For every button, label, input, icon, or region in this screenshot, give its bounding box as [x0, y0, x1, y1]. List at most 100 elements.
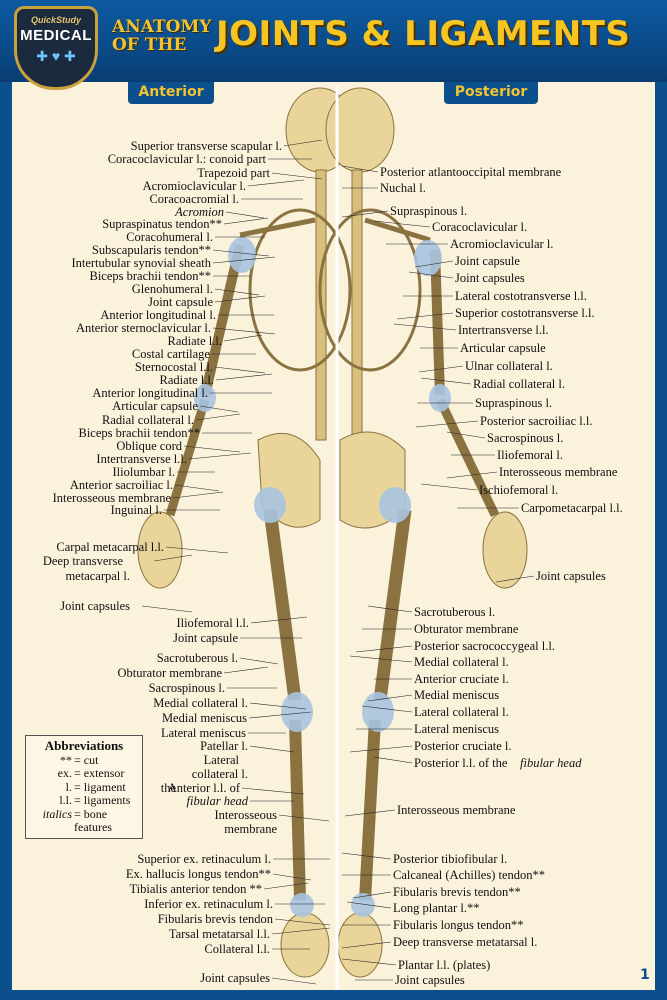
posterior-label: Interosseous membrane: [499, 465, 618, 479]
leader-line: [349, 745, 413, 753]
anterior-label: Interosseous membrane: [52, 491, 171, 505]
foot-posterior: [337, 912, 383, 978]
elbow-ligament-anterior: [194, 384, 216, 412]
anterior-label: Radial collateral l.: [102, 413, 194, 427]
abbr-value: = ligament: [74, 779, 126, 794]
knee-ligament-posterior: [362, 692, 394, 732]
leader-line: [271, 172, 323, 180]
posterior-label: Iliofemoral l.: [497, 448, 563, 462]
leader-line: [249, 745, 295, 753]
anterior-label: Iliolumbar l.: [112, 465, 176, 479]
leader-line: [418, 365, 464, 373]
leader-line: [199, 405, 239, 413]
logo-brand-big: MEDICAL: [20, 27, 92, 44]
anterior-label: Sacrotuberous l.: [156, 651, 238, 665]
leader-line: [373, 220, 431, 228]
leader-line: [396, 312, 454, 320]
quickstudy-medical-logo: QuickStudy MEDICAL ✚ ♥ ✚: [14, 6, 98, 90]
anterior-label: Iliofemoral l.l.: [176, 616, 249, 630]
anterior-label: Biceps brachii tendon**: [78, 426, 201, 440]
leader-line: [165, 546, 229, 554]
posterior-label: Long plantar l.**: [393, 901, 480, 915]
anterior-label: Subscapularis tendon**: [91, 243, 211, 257]
anterior-label: Radiate l.l.: [167, 334, 223, 348]
posterior-label: Acromioclavicular l.: [450, 237, 554, 251]
abbr-row: ex.= extensor: [30, 766, 138, 781]
leader-line: [223, 217, 269, 225]
posterior-label: Intertransverse l.l.: [458, 323, 549, 337]
anterior-label: metacarpal l.: [65, 569, 130, 583]
abbr-key: **: [60, 752, 72, 767]
anterior-label: Deep transverse: [42, 554, 123, 568]
leader-line: [183, 445, 241, 453]
posterior-label: Superior costotransverse l.l.: [455, 306, 595, 320]
leader-line: [215, 373, 273, 381]
abbr-key: l.: [65, 779, 72, 794]
posterior-label: Plantar l.l. (plates): [398, 958, 491, 972]
anterior-label: Joint capsules: [200, 971, 270, 985]
leader-line: [174, 484, 220, 492]
posterior-label: Medial collateral l.: [414, 655, 509, 669]
hip-ligament-anterior: [254, 487, 286, 523]
leader-line: [420, 377, 472, 385]
leader-line: [271, 927, 331, 935]
anterior-label: Joint capsule: [173, 631, 238, 645]
posterior-label: Ischiofemoral l.: [479, 483, 559, 497]
anterior-label: Joint capsules: [60, 599, 130, 613]
abbr-row: l.l.= ligaments: [30, 793, 138, 808]
posterior-label: Radial collateral l.: [473, 377, 565, 391]
anterior-label: Oblique cord: [116, 439, 182, 453]
title-prefix: ANATOMY OF THE: [112, 18, 211, 54]
shoulder-ligament-anterior: [228, 237, 256, 273]
leader-line: [212, 249, 270, 257]
leader-line: [214, 366, 266, 374]
anterior-label: Intertransverse l.l.: [96, 452, 187, 466]
abbr-key: l.l.: [59, 793, 72, 807]
hand-posterior: [482, 511, 528, 589]
anterior-label: Tarsal metatarsal l.l.: [168, 927, 270, 941]
title-prefix-line1: ANATOMY: [112, 17, 212, 37]
posterior-label: Ulnar collateral l.: [465, 359, 553, 373]
leader-line: [223, 666, 269, 674]
leader-line: [361, 705, 413, 713]
leader-line: [188, 452, 252, 460]
posterior-label: Joint capsule: [455, 254, 520, 268]
posterior-label: Fibularis longus tendon**: [393, 918, 524, 932]
anterior-label: Carpal metacarpal l.l.: [56, 540, 164, 554]
leader-line: [341, 165, 379, 173]
anterior-label: Anterior longitudinal l.: [100, 308, 216, 322]
ankle-ligament-anterior: [290, 893, 314, 917]
leader-line: [352, 891, 392, 899]
posterior-label: Supraspinous l.: [390, 204, 468, 218]
anterior-label: Sternocostal l.l.: [134, 360, 213, 374]
posterior-label: Posterior sacroiliac l.l.: [480, 414, 593, 428]
anterior-label: Joint capsule: [148, 295, 213, 309]
leader-line: [195, 413, 241, 421]
abbr-value: = bone: [74, 806, 108, 821]
anterior-label: Lateral meniscus: [160, 726, 246, 740]
anterior-label: Anterior sacroiliac l.: [69, 478, 173, 492]
leader-line: [247, 179, 305, 187]
anterior-label: Inferior ex. retinaculum l.: [144, 897, 273, 911]
posterior-label: Interosseous membrane: [397, 803, 516, 817]
abbr-key: italics: [42, 806, 72, 821]
header-banner: [0, 0, 667, 82]
anterior-label: Coracoclavicular l.: conoid part: [107, 152, 266, 166]
anterior-label: Supraspinatus tendon**: [102, 217, 222, 231]
leader-line: [172, 491, 224, 499]
leader-line: [212, 327, 276, 335]
leader-line: [341, 958, 397, 966]
posterior-label: Deep transverse metatarsal l.: [393, 935, 538, 949]
anterior-label: Anterior longitudinal l.: [92, 386, 208, 400]
anterior-label: Sacrospinous l.: [148, 681, 225, 695]
posterior-label: Lateral meniscus: [414, 722, 500, 736]
tibia-anterior: [289, 719, 306, 901]
leader-line: [153, 554, 193, 562]
anterior-label: Interosseous: [214, 808, 278, 822]
anterior-label: Anterior sternoclavicular l.: [75, 321, 211, 335]
anterior-label: Intertubular synovial sheath: [71, 256, 211, 270]
forearm-anterior: [165, 398, 210, 517]
abbreviations-title: Abbreviations: [44, 738, 124, 753]
anterior-label: Fibularis brevis tendon: [157, 912, 273, 926]
posterior-label: Articular capsule: [460, 341, 546, 355]
